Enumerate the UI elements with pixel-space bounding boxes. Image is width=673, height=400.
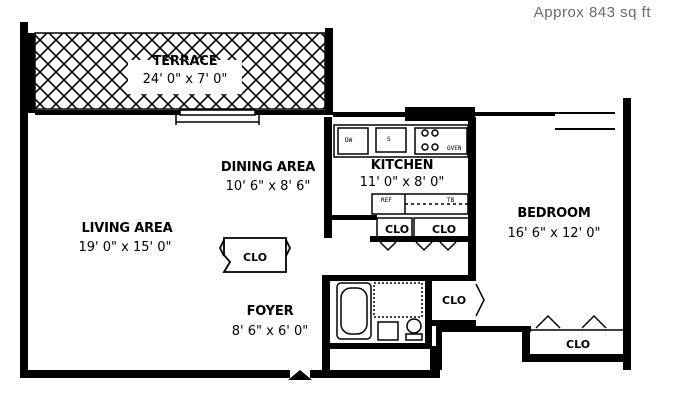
kitchen-closet-doors [376, 217, 470, 252]
bedroom-dims: 16' 6" x 12' 0" [507, 226, 601, 241]
kitchen-closet-1-label: CLO [385, 223, 410, 236]
approx-area-note: Approx 843 sq ft [533, 4, 651, 21]
terrace-label: TERRACE [152, 54, 218, 69]
bath-closet-label: CLO [442, 294, 467, 307]
foyer-dims: 8' 6" x 6' 0" [231, 324, 309, 339]
kitchen-lower-counter [371, 193, 469, 215]
kitchen-closet-2-label: CLO [432, 223, 457, 236]
bedroom-closet-doors [530, 314, 623, 331]
kitchen-counter [333, 124, 469, 158]
entry-arrow-icon [288, 370, 312, 380]
oven-label: OVEN [447, 145, 462, 152]
terrace-dims: 24' 0" x 7' 0" [142, 72, 228, 87]
sliding-doors [175, 109, 260, 125]
sink-label: S [387, 136, 391, 143]
foyer-label: FOYER [246, 304, 294, 319]
tb-label: TB [447, 197, 455, 204]
bedroom-label: BEDROOM [517, 206, 591, 221]
dining-dims: 10' 6" x 8' 6" [225, 179, 311, 194]
dishwasher-label: DW [345, 137, 353, 144]
bedroom-closet-label: CLO [566, 338, 591, 351]
kitchen-label: KITCHEN [370, 158, 434, 173]
bath-closet-door [475, 283, 485, 317]
terrace-area [34, 32, 326, 110]
dining-label: DINING AREA [220, 160, 316, 175]
living-closet-label: CLO [243, 251, 268, 264]
kitchen-dims: 11' 0" x 8' 0" [359, 175, 445, 190]
walls [20, 22, 631, 378]
living-label: LIVING AREA [81, 221, 173, 236]
refrigerator-label: REF [381, 197, 392, 204]
living-dims: 19' 0" x 15' 0" [78, 240, 172, 255]
living-closet [218, 237, 292, 273]
bathroom-fixtures [336, 282, 423, 341]
